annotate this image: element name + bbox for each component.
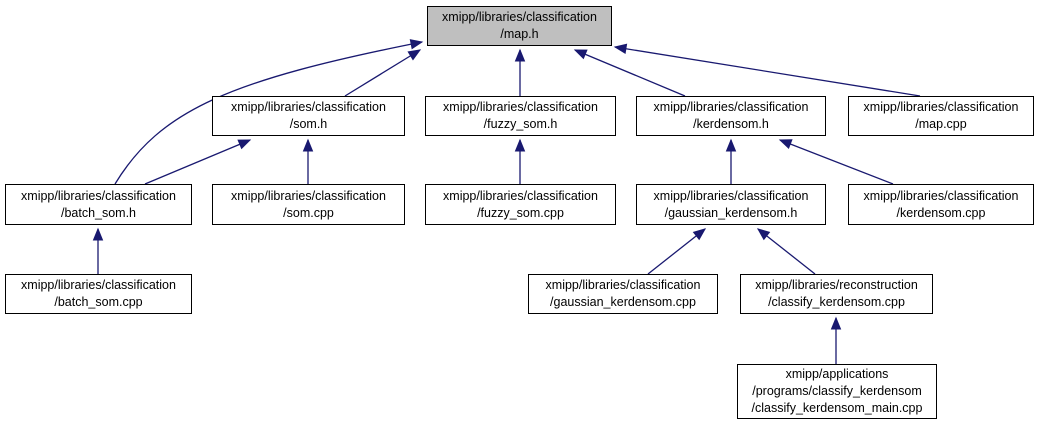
node-label-line: /batch_som.cpp (54, 295, 143, 309)
node-label-line: /classify_kerdensom_main.cpp (751, 401, 923, 415)
node-map-cpp[interactable]: xmipp/libraries/classification/map.cpp (848, 96, 1034, 136)
node-label-line: /map.cpp (915, 117, 967, 131)
node-label-line: /gaussian_kerdensom.cpp (550, 295, 696, 309)
node-label-line: /som.cpp (283, 205, 334, 220)
node-gaussian-kerdensom-cpp[interactable]: xmipp/libraries/classification/gaussian_… (528, 274, 718, 314)
node-kerdensom-h[interactable]: xmipp/libraries/classification/kerdensom… (636, 96, 826, 136)
edge-arrowhead (237, 139, 252, 150)
node-map-h: xmipp/libraries/classification/map.h (427, 6, 612, 46)
edge-classify-kerdensom-cpp-to-gaussian-kerdensom-h (757, 228, 816, 275)
node-classify-kerdensom-main-cpp[interactable]: xmipp/applications/programs/classify_ker… (737, 364, 937, 419)
edge-batch-som-h-to-som-h (144, 139, 251, 185)
edge-gaussian-kerdensom-cpp-to-gaussian-kerdensom-h (647, 228, 706, 275)
node-label-line: xmipp/libraries/reconstruction (755, 278, 918, 292)
node-label-line: /programs/classify_kerdensom (752, 384, 922, 398)
node-label-line: xmipp/libraries/classification (21, 278, 176, 292)
node-label-line: xmipp/libraries/classification (545, 278, 701, 292)
node-label-line: /kerdensom.cpp (896, 205, 986, 220)
node-label-line: xmipp/libraries/classification (653, 100, 809, 114)
node-label-line: /kerdensom.h (693, 117, 769, 131)
node-label-line: xmipp/libraries/classification (863, 100, 1019, 114)
node-label-line: /fuzzy_som.h (483, 117, 558, 131)
edge-arrowhead (409, 39, 424, 50)
node-label-line: /batch_som.h (60, 205, 137, 220)
edge-kerdensom-cpp-to-kerdensom-h (779, 139, 894, 185)
node-label-line: xmipp/libraries/classification (443, 188, 598, 203)
edge-arrowhead (302, 138, 314, 152)
edge-som-h-to-map-h (344, 49, 421, 97)
edge-arrowhead (830, 316, 842, 330)
node-label-line: /classify_kerdensom.cpp (768, 295, 905, 309)
edge-arrowhead (92, 227, 104, 241)
edge-kerdensom-h-to-map-h (574, 49, 686, 97)
node-label-line: xmipp/applications (785, 367, 889, 381)
node-label-line: xmipp/libraries/classification (442, 10, 597, 24)
node-gaussian-kerdensom-h[interactable]: xmipp/libraries/classification/gaussian_… (636, 184, 826, 225)
edge-arrowhead (692, 228, 707, 241)
node-batch-som-cpp[interactable]: xmipp/libraries/classification/batch_som… (5, 274, 192, 314)
edge-arrowhead (573, 49, 588, 60)
node-label-line: xmipp/libraries/classification (653, 188, 809, 203)
node-label-line: /som.h (289, 117, 328, 131)
edge-arrowhead (778, 139, 793, 150)
node-classify-kerdensom-cpp[interactable]: xmipp/libraries/reconstruction/classify_… (740, 274, 933, 314)
node-kerdensom-cpp[interactable]: xmipp/libraries/classification/kerdensom… (848, 184, 1034, 225)
edge-arrowhead (725, 138, 737, 152)
node-label-line: xmipp/libraries/classification (21, 188, 176, 203)
node-som-cpp[interactable]: xmipp/libraries/classification/som.cpp (212, 184, 405, 225)
edge-arrowhead (756, 228, 771, 241)
node-label-line: xmipp/libraries/classification (231, 188, 386, 203)
node-label-line: xmipp/libraries/classification (863, 188, 1019, 203)
node-fuzzy-som-cpp[interactable]: xmipp/libraries/classification/fuzzy_som… (425, 184, 616, 225)
node-label-line: /fuzzy_som.cpp (477, 205, 564, 220)
edge-arrowhead (514, 48, 526, 62)
edge-map-cpp-to-map-h (614, 46, 921, 97)
edge-arrowhead (613, 43, 628, 55)
node-batch-som-h[interactable]: xmipp/libraries/classification/batch_som… (5, 184, 192, 225)
node-fuzzy-som-h[interactable]: xmipp/libraries/classification/fuzzy_som… (425, 96, 616, 136)
node-label-line: /map.h (500, 27, 539, 41)
node-label-line: /gaussian_kerdensom.h (664, 205, 798, 220)
node-som-h[interactable]: xmipp/libraries/classification/som.h (212, 96, 405, 136)
edge-arrowhead (514, 138, 526, 152)
edge-arrowhead (407, 49, 422, 61)
node-label-line: xmipp/libraries/classification (231, 100, 386, 114)
node-label-line: xmipp/libraries/classification (443, 100, 598, 114)
